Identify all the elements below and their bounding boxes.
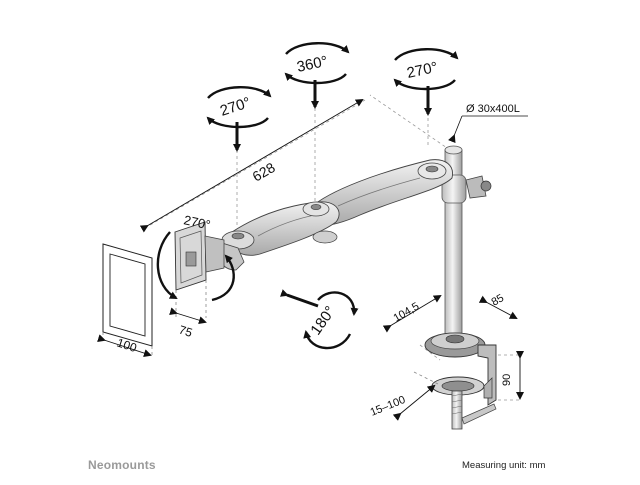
clamp-reach-label: 104,5 (392, 300, 422, 324)
vesa-width-dimension: 100 (97, 334, 152, 357)
desk-thickness-label: 15–100 (369, 394, 408, 419)
clamp-height-dimension: 90 (501, 351, 524, 400)
pole-assembly (424, 145, 497, 430)
brand-logo: Neomounts (88, 458, 156, 472)
rotation-vesa-tilt: 270° (156, 212, 235, 302)
vesa-plate-detached (102, 243, 153, 358)
arm-segments (218, 159, 453, 271)
clamp-height-label: 90 (501, 374, 513, 386)
vesa-depth-dimension: 75 (169, 307, 207, 341)
measuring-unit-note: Measuring unit: mm (462, 460, 546, 471)
desk-thickness-dimension: 15–100 (369, 371, 439, 421)
pole-callout: Ø 30x400L (448, 103, 528, 144)
vesa-depth-label: 75 (177, 323, 194, 341)
pole-size-label: Ø 30x400L (466, 103, 520, 115)
rotation-top-left: 270° (206, 86, 272, 152)
rotation-swivel: 180° (280, 289, 359, 350)
rotation-top-right: 270° (393, 48, 459, 116)
vesa-width-label: 100 (115, 336, 139, 356)
clamp-reach-dimension: 104,5 (382, 294, 442, 333)
rotation-top-middle: 360° (284, 42, 350, 109)
rotation-top-right-label: 270° (405, 59, 439, 82)
rotation-vesa-tilt-label: 270° (182, 212, 211, 232)
arm-length-label: 628 (250, 159, 278, 185)
rotation-swivel-label: 180° (307, 303, 339, 338)
vesa-head (174, 221, 225, 318)
clamp-width-dimension: 85 (478, 292, 518, 319)
clamp-width-label: 85 (490, 292, 507, 309)
rotation-top-middle-label: 360° (295, 53, 329, 76)
rotation-top-left-label: 270° (218, 94, 253, 120)
